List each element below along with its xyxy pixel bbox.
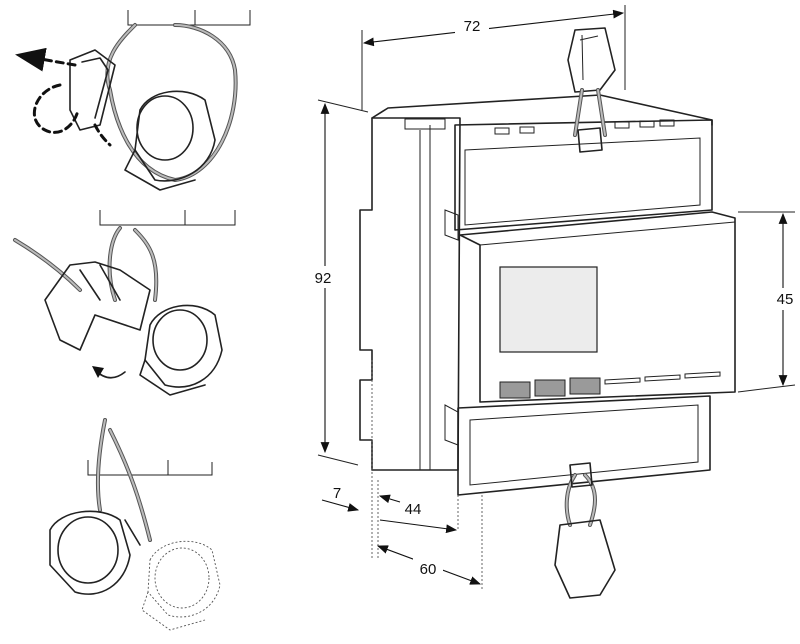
display-window bbox=[499, 266, 598, 353]
button-1 bbox=[499, 381, 531, 399]
step-2-seal-closing-illustration bbox=[13, 210, 236, 396]
dimension-front-height-label: 45 bbox=[777, 291, 794, 308]
dimension-front-height: 45 bbox=[737, 211, 798, 393]
dimension-depth-total: 60 bbox=[376, 545, 482, 585]
dimension-height: 92 bbox=[310, 99, 369, 466]
dimension-height-label: 92 bbox=[315, 270, 332, 287]
step-1-seal-removal-illustration bbox=[15, 10, 251, 191]
front-buttons bbox=[499, 371, 721, 399]
button-2 bbox=[534, 379, 566, 397]
dimension-width: 72 bbox=[361, 5, 626, 110]
dimension-depth-front-label: 44 bbox=[405, 501, 422, 518]
top-terminal-slots bbox=[494, 119, 675, 135]
dimension-rail-offset-label: 7 bbox=[333, 485, 341, 502]
energy-meter-device bbox=[359, 27, 736, 599]
dimension-width-label: 72 bbox=[464, 18, 481, 35]
dimension-depth-total-label: 60 bbox=[420, 561, 437, 578]
step-3-seal-closed-illustration bbox=[49, 418, 221, 631]
dimension-depth-front: 44 bbox=[380, 496, 456, 530]
button-3 bbox=[569, 377, 601, 395]
dimension-rail-offset: 7 bbox=[321, 485, 360, 512]
